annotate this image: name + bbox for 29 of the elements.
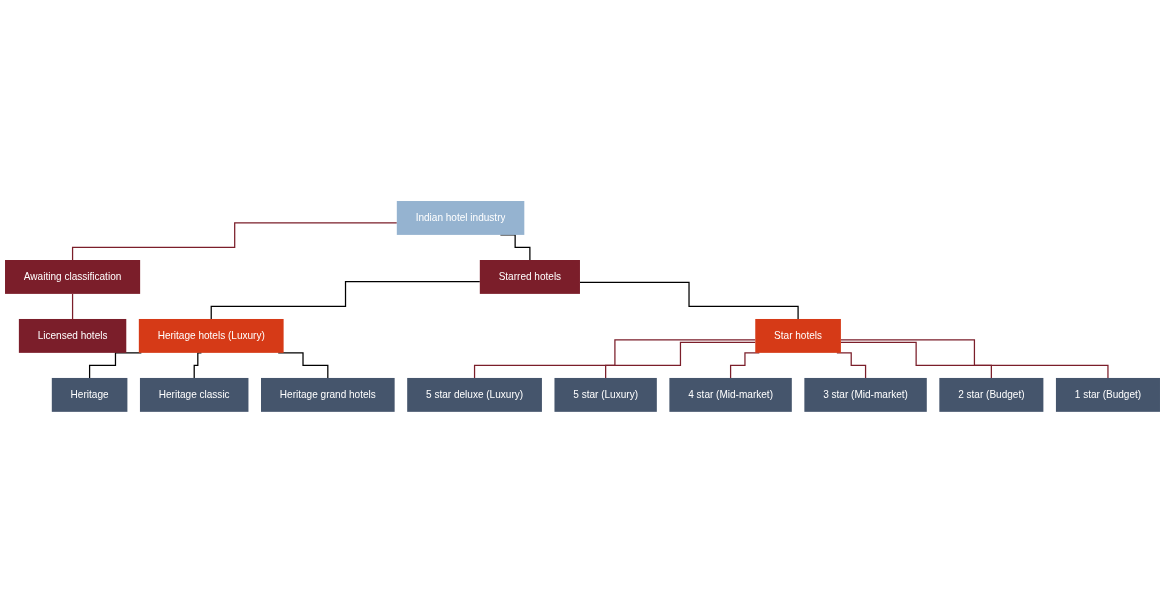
connector <box>605 341 756 379</box>
connector <box>88 351 142 379</box>
connector <box>840 338 1109 379</box>
node-box: Heritage classic <box>139 377 249 412</box>
node-box: 3 star (Mid-market) <box>804 377 927 412</box>
node-box: Licensed hotels <box>18 318 127 353</box>
connector <box>840 341 992 379</box>
node-box: Star hotels <box>755 318 841 353</box>
node-box: Awaiting classification <box>5 259 141 294</box>
connector <box>71 292 74 320</box>
connector <box>277 351 329 379</box>
connector <box>729 351 760 379</box>
node-box: 2 star (Budget) <box>939 377 1044 412</box>
connector <box>579 281 799 320</box>
node-box: 1 star (Budget) <box>1055 377 1160 412</box>
connector <box>499 233 531 261</box>
node-box: Heritage hotels (Luxury) <box>138 318 284 353</box>
connector <box>193 351 203 379</box>
node-box: Heritage <box>51 377 128 412</box>
node-box: Indian hotel industry <box>396 200 525 235</box>
node-box: 4 star (Mid-market) <box>669 377 792 412</box>
connector <box>473 338 756 379</box>
node-box: 5 star deluxe (Luxury) <box>407 377 542 412</box>
connector <box>71 221 398 261</box>
connector <box>836 351 867 379</box>
node-box: Starred hotels <box>479 259 580 294</box>
node-box: Heritage grand hotels <box>261 377 395 412</box>
connector <box>210 280 481 320</box>
node-box: 5 star (Luxury) <box>554 377 657 412</box>
